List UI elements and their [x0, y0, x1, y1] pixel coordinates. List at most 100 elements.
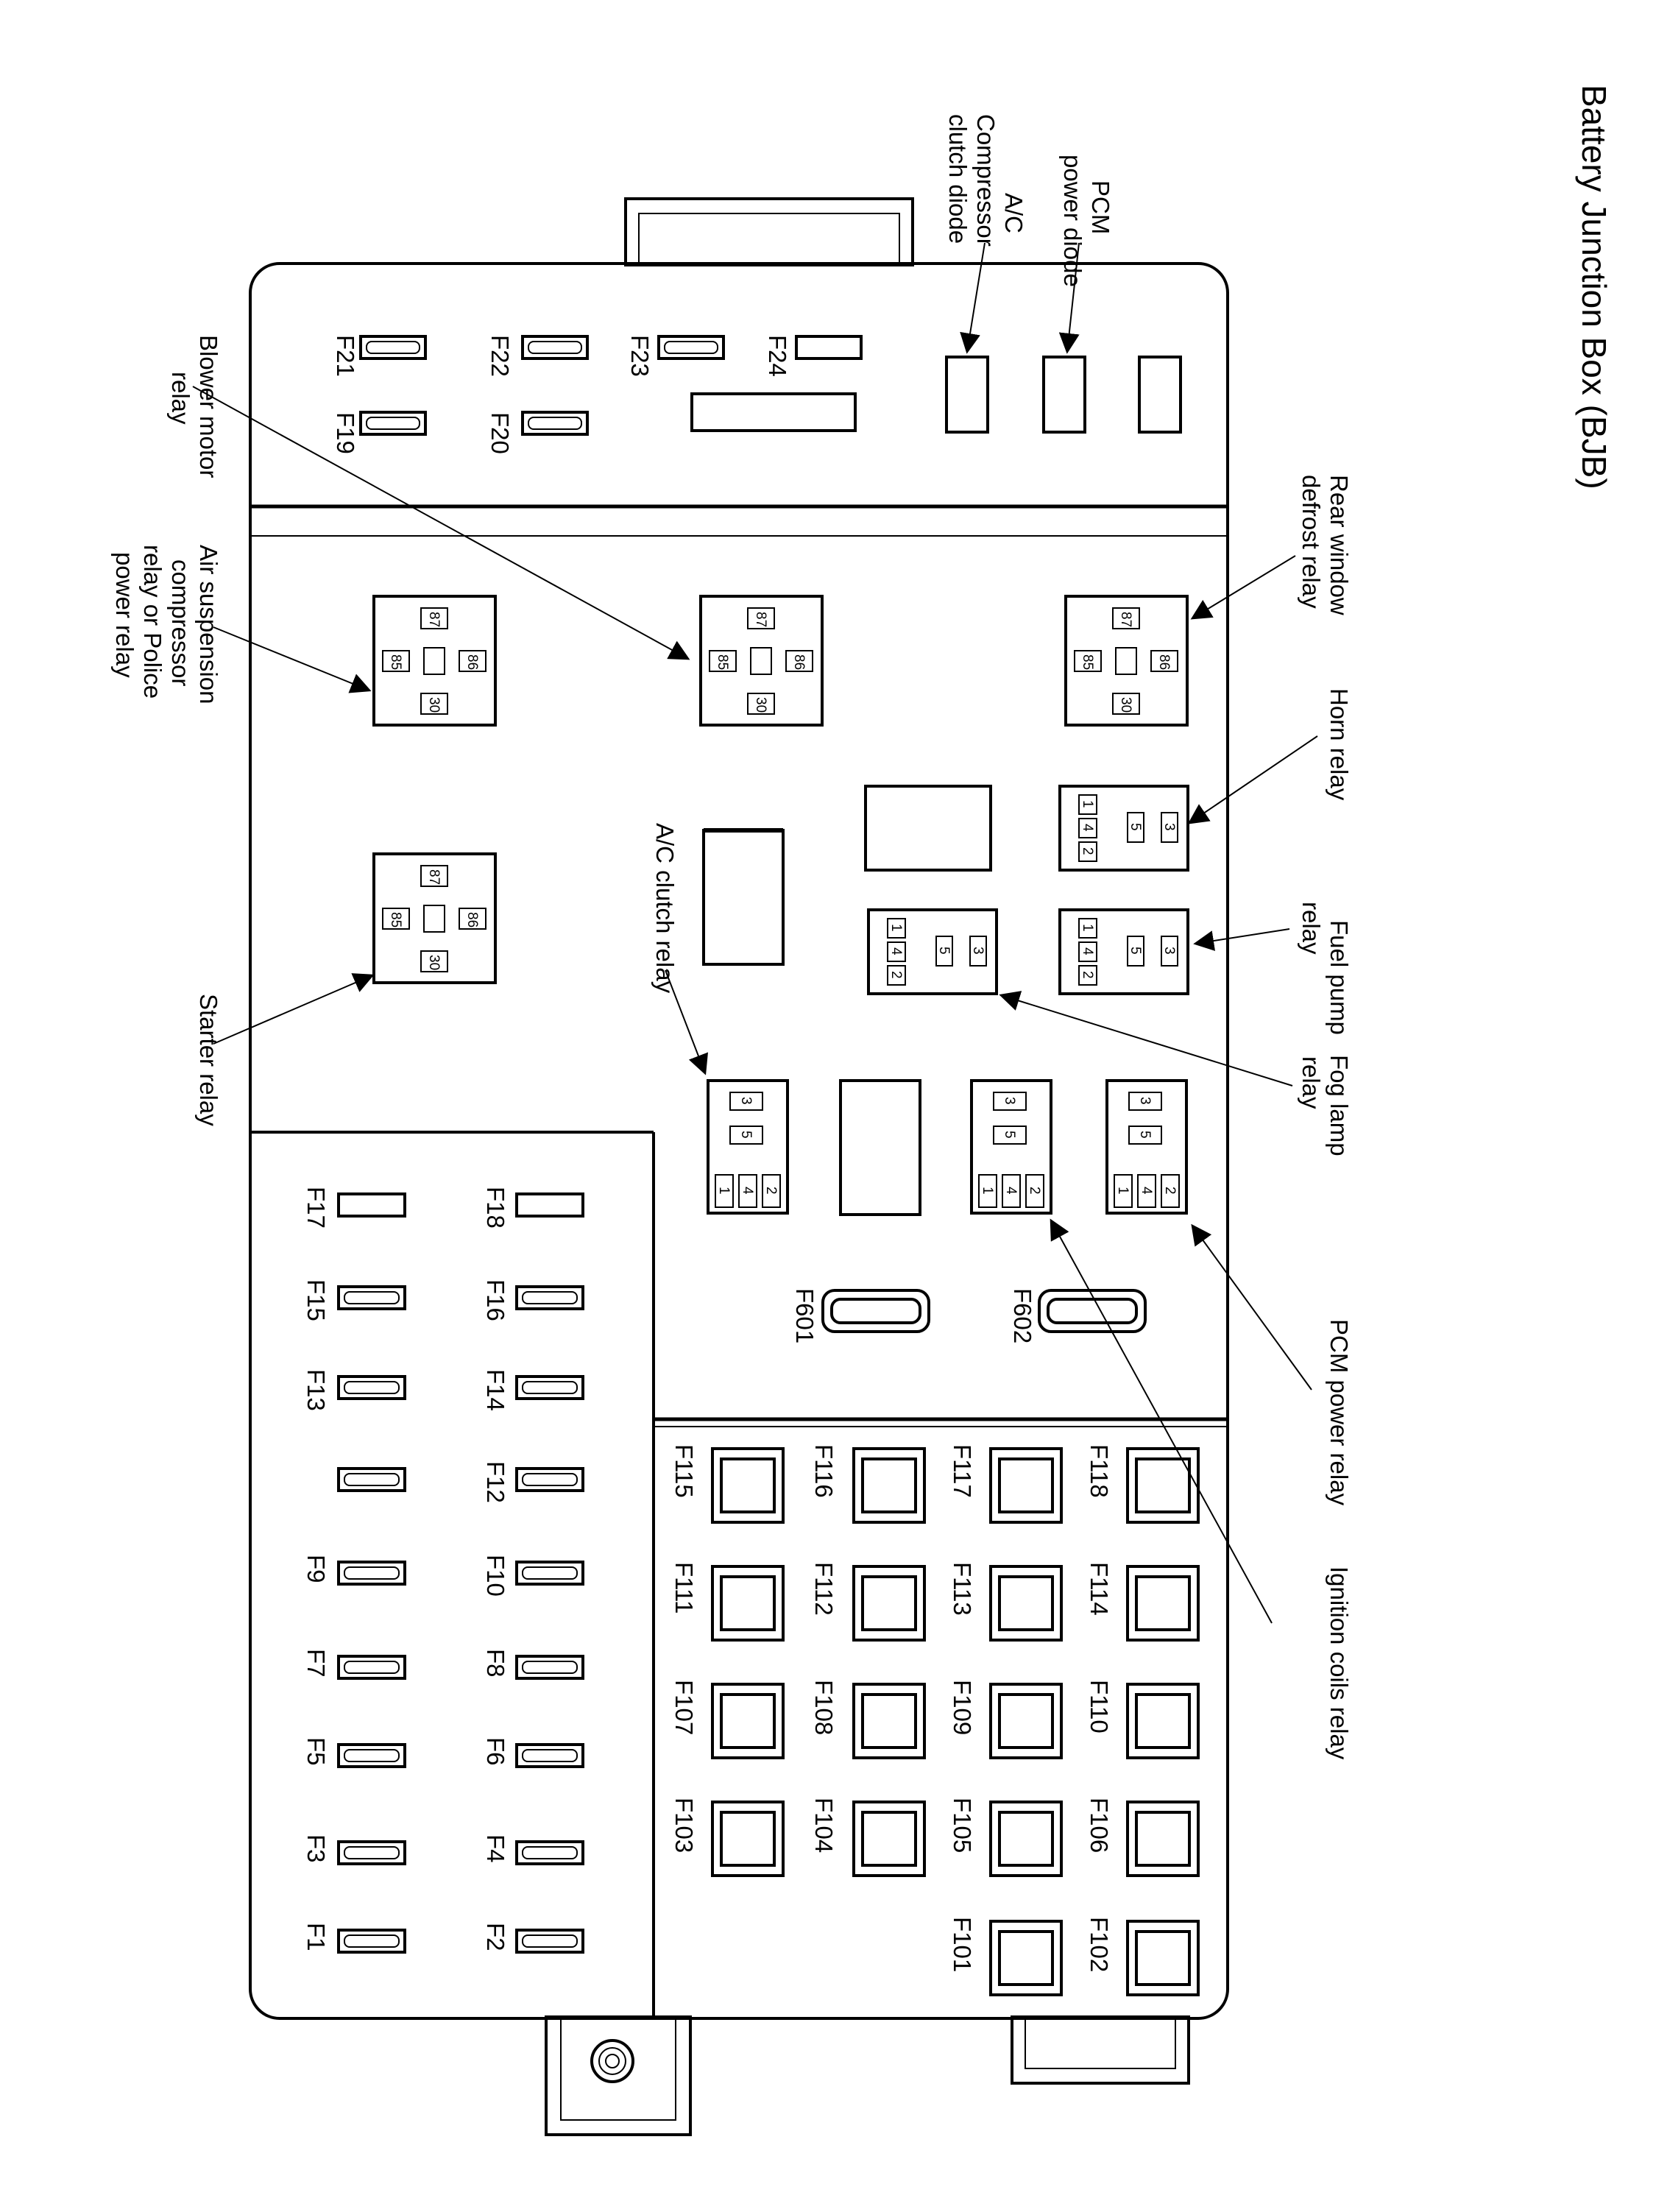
- relay-pin-4: 4: [1137, 1174, 1156, 1208]
- fuse-f16[interactable]: F16: [482, 1279, 584, 1321]
- cartridge-fuse-f107[interactable]: F107: [670, 1680, 785, 1759]
- cartridge-fuse-f104[interactable]: F104: [810, 1798, 926, 1877]
- svg-text:85: 85: [1080, 654, 1095, 670]
- cartridge-fuse-f111[interactable]: F111: [670, 1562, 785, 1642]
- relay-pin-5: 5: [935, 936, 953, 967]
- relay-pin-87: 87: [420, 865, 448, 887]
- svg-text:86: 86: [464, 912, 480, 927]
- label-text: F115: [670, 1444, 698, 1498]
- label-text: F10: [482, 1555, 509, 1597]
- maxi-fuse-f602[interactable]: F602: [1009, 1288, 1147, 1343]
- ac-clutch-diode[interactable]: [945, 356, 989, 434]
- relay-pin-2: 2: [1078, 965, 1097, 986]
- label-text: F118: [1086, 1444, 1113, 1498]
- relay-pin-85: 85: [709, 650, 737, 672]
- svg-text:1: 1: [1115, 1187, 1130, 1195]
- relay-pin-4: 4: [1078, 818, 1097, 838]
- fuse-f18[interactable]: F18: [482, 1187, 584, 1229]
- svg-text:3: 3: [1137, 1097, 1153, 1105]
- relay-pin-3: 3: [993, 1092, 1027, 1111]
- cartridge-fuse-f112[interactable]: F112: [810, 1562, 926, 1642]
- svg-text:2: 2: [1162, 1187, 1178, 1195]
- fuse-f3[interactable]: F3: [302, 1834, 406, 1865]
- fuse-f9[interactable]: F9: [302, 1555, 406, 1586]
- label-text: F4: [482, 1834, 509, 1863]
- fuse-f7[interactable]: F7: [302, 1649, 406, 1680]
- top-fuse-f23[interactable]: F23: [626, 335, 725, 377]
- ac-diode-label: A/C Compressor clutch diode: [944, 114, 1027, 247]
- label-text: F23: [626, 335, 654, 377]
- cartridge-fuse-f105[interactable]: F105: [949, 1798, 1063, 1877]
- relay-pin-1: 1: [1078, 794, 1097, 815]
- cartridge-fuse-f106[interactable]: F106: [1086, 1798, 1200, 1877]
- label-text: F21: [332, 335, 359, 377]
- top-fuse-f20[interactable]: F20: [486, 411, 589, 454]
- relay-pin-85: 85: [382, 908, 410, 930]
- fuse-f8[interactable]: F8: [482, 1649, 584, 1680]
- svg-text:Compressor: Compressor: [972, 114, 999, 247]
- cartridge-fuse-f117[interactable]: F117: [949, 1444, 1063, 1524]
- fuse-f13[interactable]: F13: [302, 1369, 406, 1411]
- relay-pin-3: 3: [969, 936, 987, 967]
- cartridge-fuse-f116[interactable]: F116: [810, 1444, 926, 1524]
- relay-pin-3: 3: [1161, 936, 1178, 967]
- svg-text:Horn relay: Horn relay: [1326, 688, 1353, 801]
- top-fuse-f24[interactable]: F24: [764, 335, 863, 377]
- svg-text:4: 4: [1080, 824, 1095, 832]
- fuse-f4[interactable]: F4: [482, 1834, 584, 1865]
- fuse-f6[interactable]: F6: [482, 1737, 584, 1768]
- label-text: F13: [302, 1369, 330, 1411]
- svg-text:30: 30: [426, 697, 442, 713]
- fuse-f1[interactable]: F1: [302, 1923, 406, 1954]
- cartridge-fuse-f108[interactable]: F108: [810, 1680, 926, 1759]
- svg-text:1: 1: [1080, 800, 1095, 808]
- relay-pin-86: 86: [459, 908, 486, 930]
- label-text: F6: [482, 1737, 509, 1766]
- label-text: F16: [482, 1279, 509, 1321]
- fuse-f15[interactable]: F15: [302, 1279, 406, 1321]
- fuse-f14[interactable]: F14: [482, 1369, 584, 1411]
- fuse-f12[interactable]: F12: [482, 1461, 584, 1503]
- relay-pin-86: 86: [1150, 650, 1178, 672]
- fuse-f5[interactable]: F5: [302, 1737, 406, 1768]
- label-text: F18: [482, 1187, 509, 1229]
- svg-text:2: 2: [1080, 971, 1095, 979]
- relay-pin-87: 87: [747, 607, 775, 629]
- fuse-f10[interactable]: F10: [482, 1555, 584, 1597]
- fuse-f17[interactable]: F17: [302, 1187, 406, 1229]
- svg-text:85: 85: [388, 654, 403, 670]
- cartridge-fuse-f115[interactable]: F115: [670, 1444, 785, 1524]
- cartridge-fuse-f114[interactable]: F114: [1086, 1562, 1200, 1642]
- maxi-fuse-f601[interactable]: F601: [791, 1288, 930, 1343]
- svg-text:87: 87: [1118, 612, 1133, 627]
- ignition-coils-relay-label: Ignition coils relay: [1326, 1566, 1353, 1760]
- fuse-f2[interactable]: F2: [482, 1923, 584, 1954]
- pcm-power-diode[interactable]: [1042, 356, 1086, 434]
- relay-pin-4: 4: [1078, 941, 1097, 962]
- cartridge-fuse-f109[interactable]: F109: [949, 1680, 1063, 1759]
- cartridge-fuse-f102[interactable]: F102: [1086, 1917, 1200, 1996]
- cartridge-fuse-f113[interactable]: F113: [949, 1562, 1063, 1642]
- label-text: F14: [482, 1369, 509, 1411]
- cartridge-fuse-f101[interactable]: F101: [949, 1917, 1063, 1996]
- top-fuse-f21[interactable]: F21: [332, 335, 427, 377]
- top-fuse-f22[interactable]: F22: [486, 335, 589, 377]
- top-fuse-f19[interactable]: F19: [332, 411, 427, 454]
- fuse-unlabeled[interactable]: [337, 1467, 406, 1492]
- cartridge-fuse-f103[interactable]: F103: [670, 1798, 785, 1877]
- relay-pin-1: 1: [1078, 918, 1097, 939]
- cartridge-fuse-f110[interactable]: F110: [1086, 1680, 1200, 1759]
- cartridge-fuse-f118[interactable]: F118: [1086, 1444, 1200, 1524]
- svg-text:3: 3: [738, 1097, 754, 1105]
